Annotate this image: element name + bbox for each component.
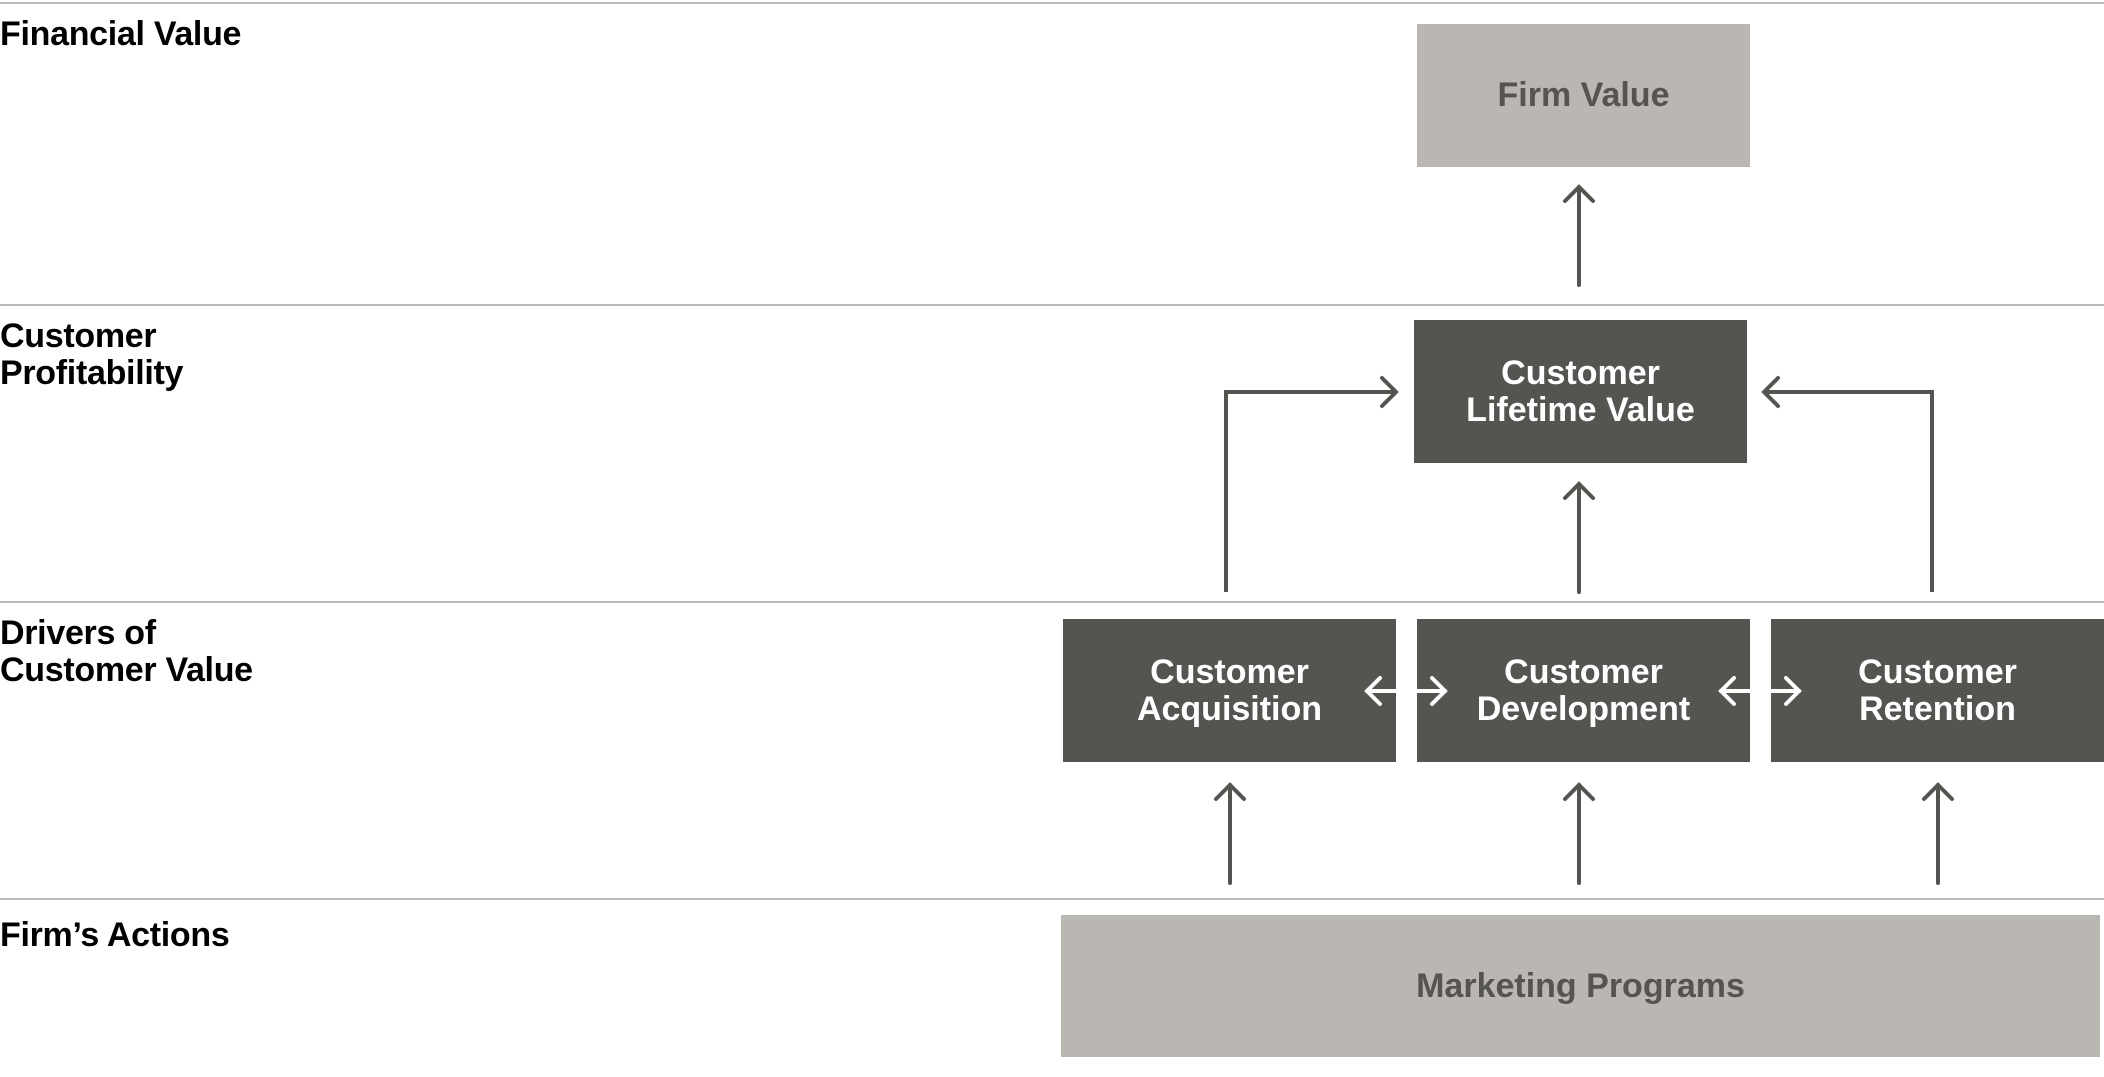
node-customer-retention: Customer Retention (1771, 619, 2104, 762)
arrow-development-to-clv (1563, 481, 1595, 594)
tier-divider-top (0, 2, 2104, 4)
node-customer-lifetime-value: Customer Lifetime Value (1414, 320, 1747, 463)
arrow-marketing-to-development (1563, 782, 1595, 885)
arrow-marketing-to-retention (1922, 782, 1954, 885)
node-marketing-programs: Marketing Programs (1061, 915, 2100, 1057)
arrow-clv-to-firm-value (1563, 184, 1595, 287)
tier-divider-drivers (0, 601, 2104, 603)
tier-divider-actions (0, 898, 2104, 900)
tier-divider-profitability (0, 304, 2104, 306)
node-firm-value: Firm Value (1417, 24, 1750, 167)
node-customer-development: Customer Development (1417, 619, 1750, 762)
arrow-marketing-to-acquisition (1214, 782, 1246, 885)
tier-label-firms-actions: Firm’s Actions (0, 916, 230, 954)
arrow-acquisition-to-clv (1224, 376, 1399, 592)
tier-label-customer-profitability: Customer Profitability (0, 317, 184, 392)
tier-label-drivers-of-customer-value: Drivers of Customer Value (0, 614, 253, 689)
arrow-retention-to-clv (1761, 376, 1934, 592)
tier-label-financial-value: Financial Value (0, 15, 242, 53)
node-customer-acquisition: Customer Acquisition (1063, 619, 1396, 762)
